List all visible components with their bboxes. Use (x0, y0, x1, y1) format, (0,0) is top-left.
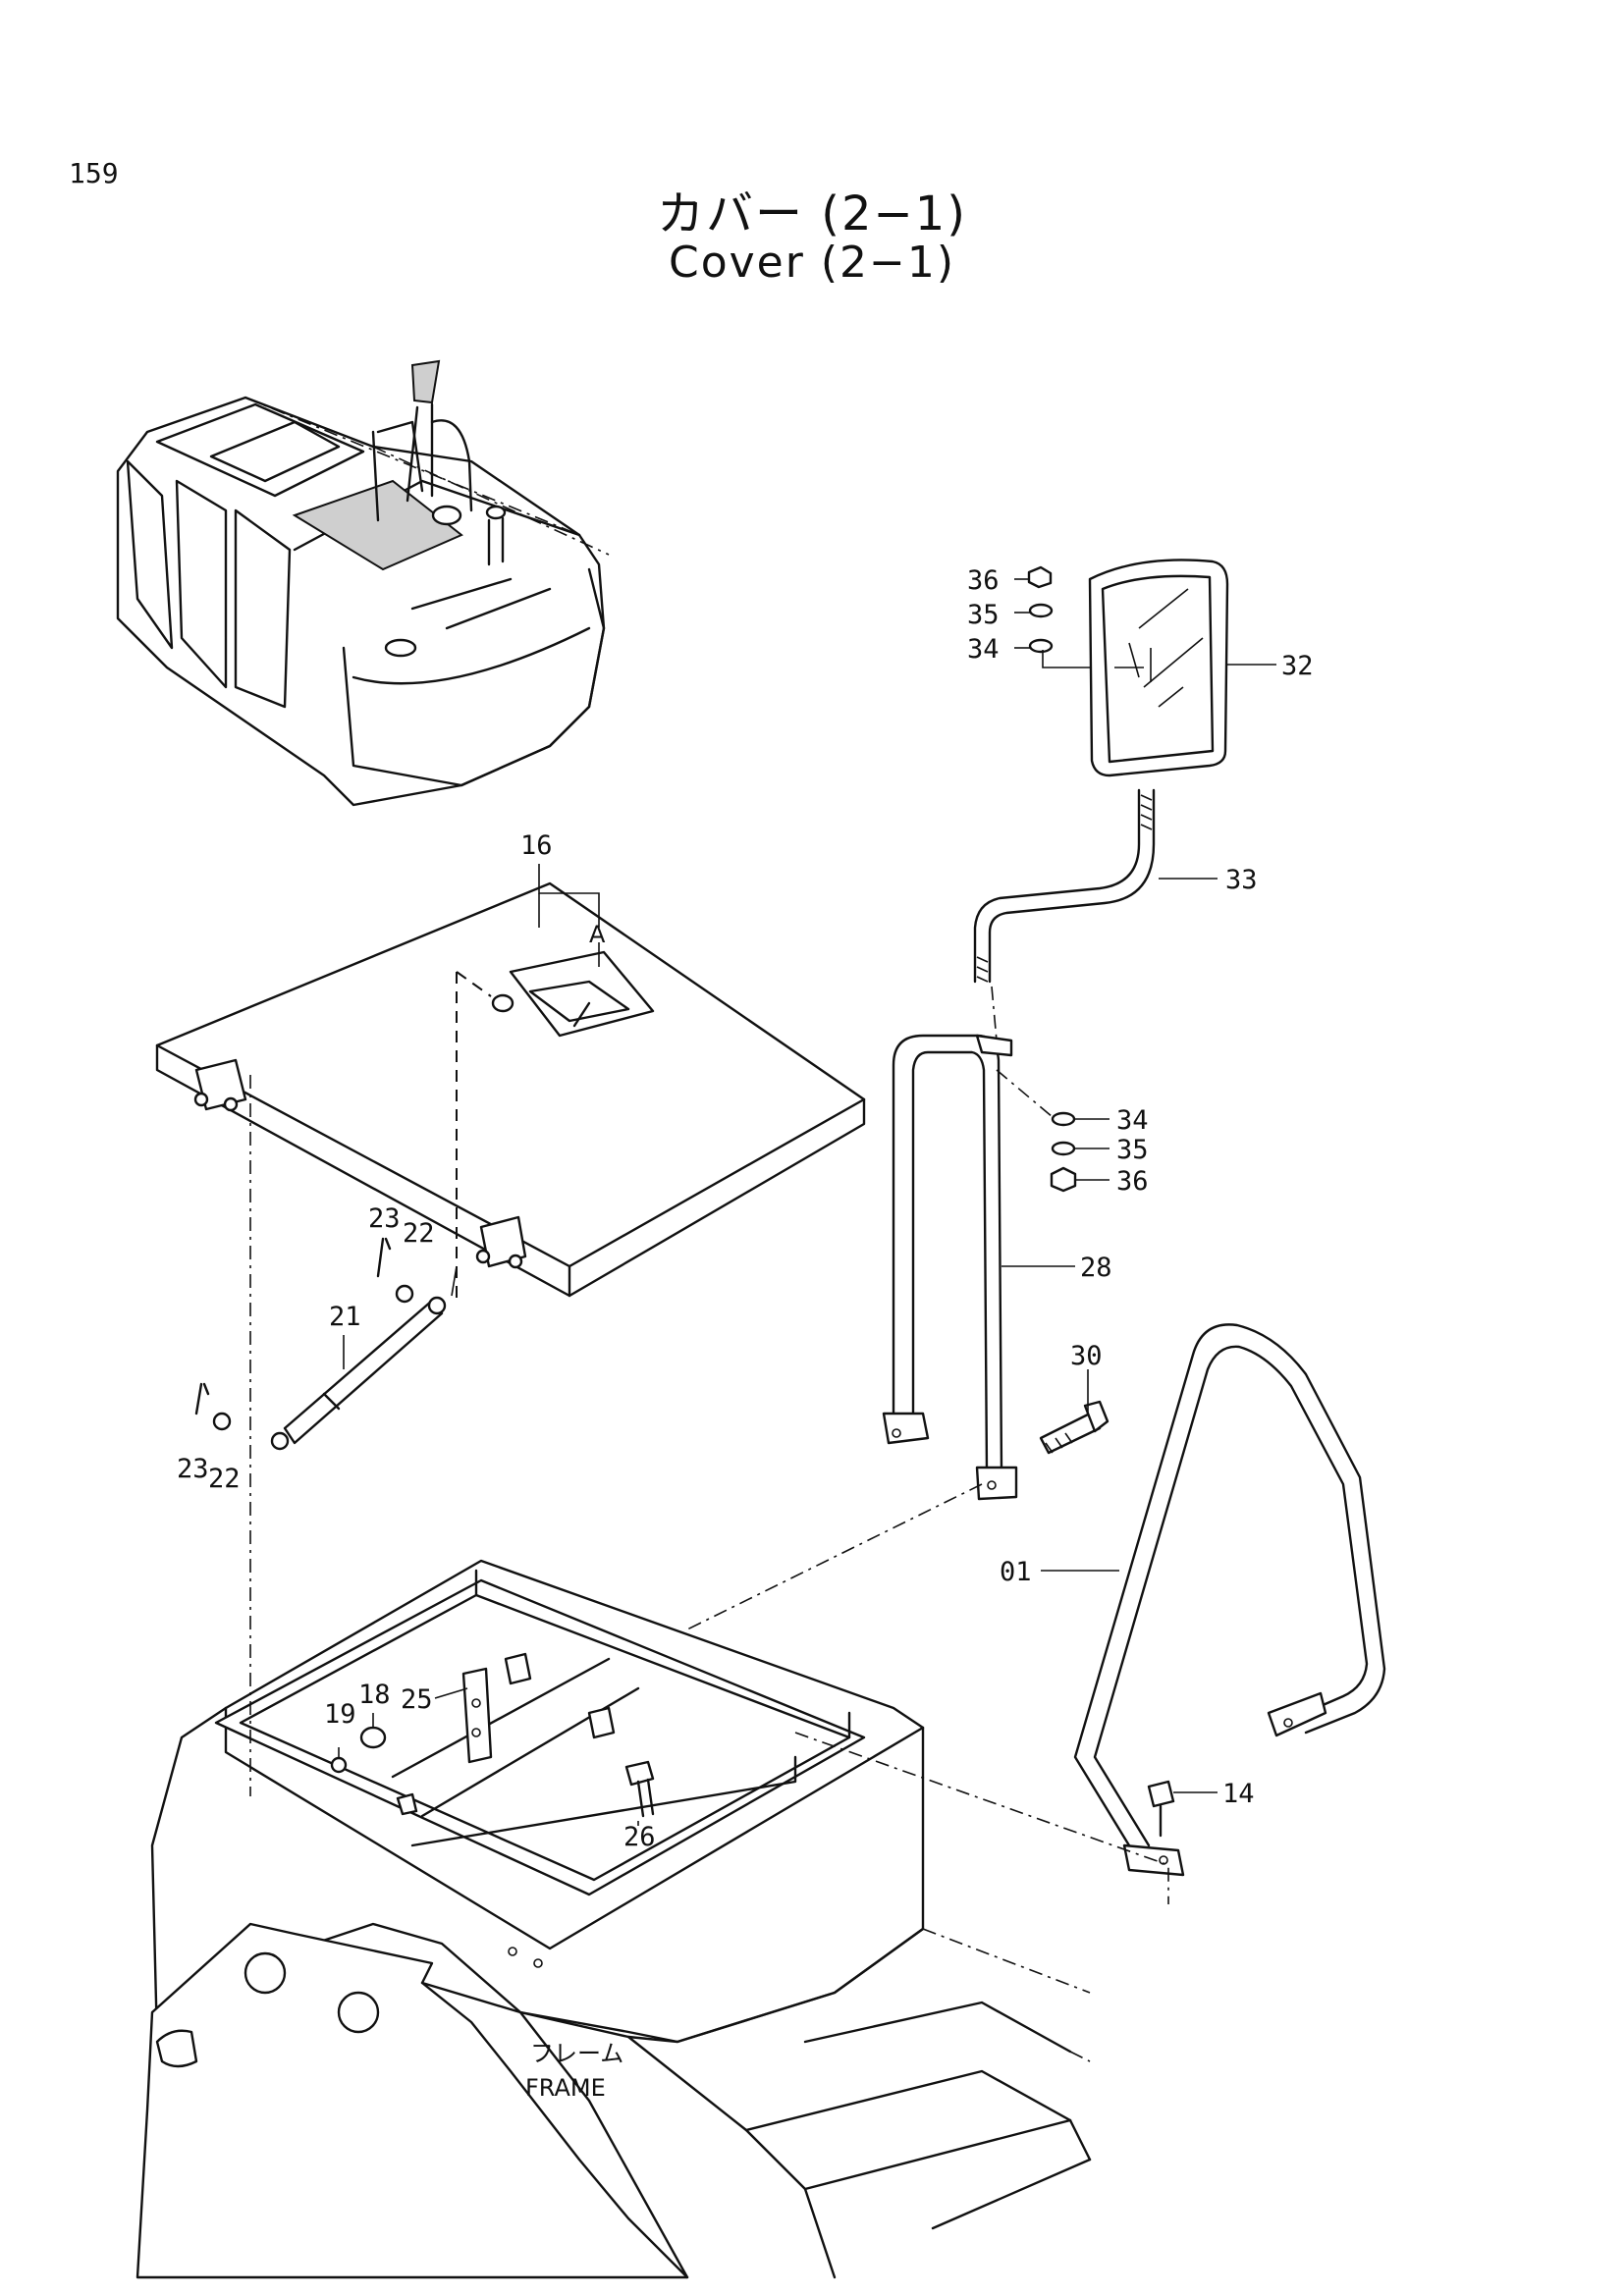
callout-18: 18 (358, 1680, 391, 1710)
handrail-bracket-28 (882, 1034, 1018, 1501)
callout-23-upper: 23 (368, 1203, 401, 1234)
handrail-01 (1073, 1323, 1386, 1877)
gas-strut-21 (194, 1237, 458, 1451)
frame-label-japanese: フレーム (530, 2040, 623, 2067)
callout-14: 14 (1222, 1779, 1255, 1809)
callout-23-lower: 23 (177, 1454, 209, 1484)
callout-33: 33 (1225, 865, 1258, 895)
callout-34-upper: 34 (967, 634, 1000, 665)
callout-21: 21 (329, 1302, 361, 1332)
page-title-english: Cover (2−1) (668, 238, 955, 288)
page-number: 159 (69, 157, 119, 189)
callout-26: 26 (623, 1822, 656, 1852)
callout-36-upper: 36 (967, 565, 1000, 596)
callout-30: 30 (1070, 1341, 1103, 1371)
callout-22-lower: 22 (208, 1464, 241, 1494)
mirror-stay-33 (973, 788, 1156, 1041)
callout-35-lower: 35 (1116, 1135, 1149, 1165)
cover-panel-16 (155, 881, 866, 1306)
frame-label-english: FRAME (525, 2074, 606, 2102)
callout-32: 32 (1281, 651, 1314, 681)
mirror-32 (1027, 559, 1229, 777)
callout-28: 28 (1080, 1253, 1112, 1283)
bolt-30 (1039, 1400, 1110, 1455)
nut-washer-set-lower (996, 1069, 1077, 1193)
assembly-lines (249, 1075, 1169, 2062)
callout-01: 01 (1000, 1557, 1032, 1587)
callout-19: 19 (324, 1699, 356, 1730)
detail-marker-a: A (589, 921, 606, 948)
callout-22-upper: 22 (403, 1218, 435, 1249)
callout-25: 25 (401, 1684, 433, 1715)
callout-36-lower: 36 (1116, 1166, 1149, 1197)
callout-labels: 36 35 34 32 16 A 33 34 35 36 28 23 22 21… (177, 565, 1314, 2102)
frame-battery-box (135, 1559, 1092, 2279)
leader-lines (338, 578, 1276, 1826)
callout-16: 16 (520, 830, 553, 861)
excavator-overview-illustration (116, 359, 610, 807)
page-title-japanese: カバー (2−1) (656, 187, 967, 241)
callout-34-lower: 34 (1116, 1105, 1149, 1136)
callout-35-upper: 35 (967, 600, 1000, 630)
